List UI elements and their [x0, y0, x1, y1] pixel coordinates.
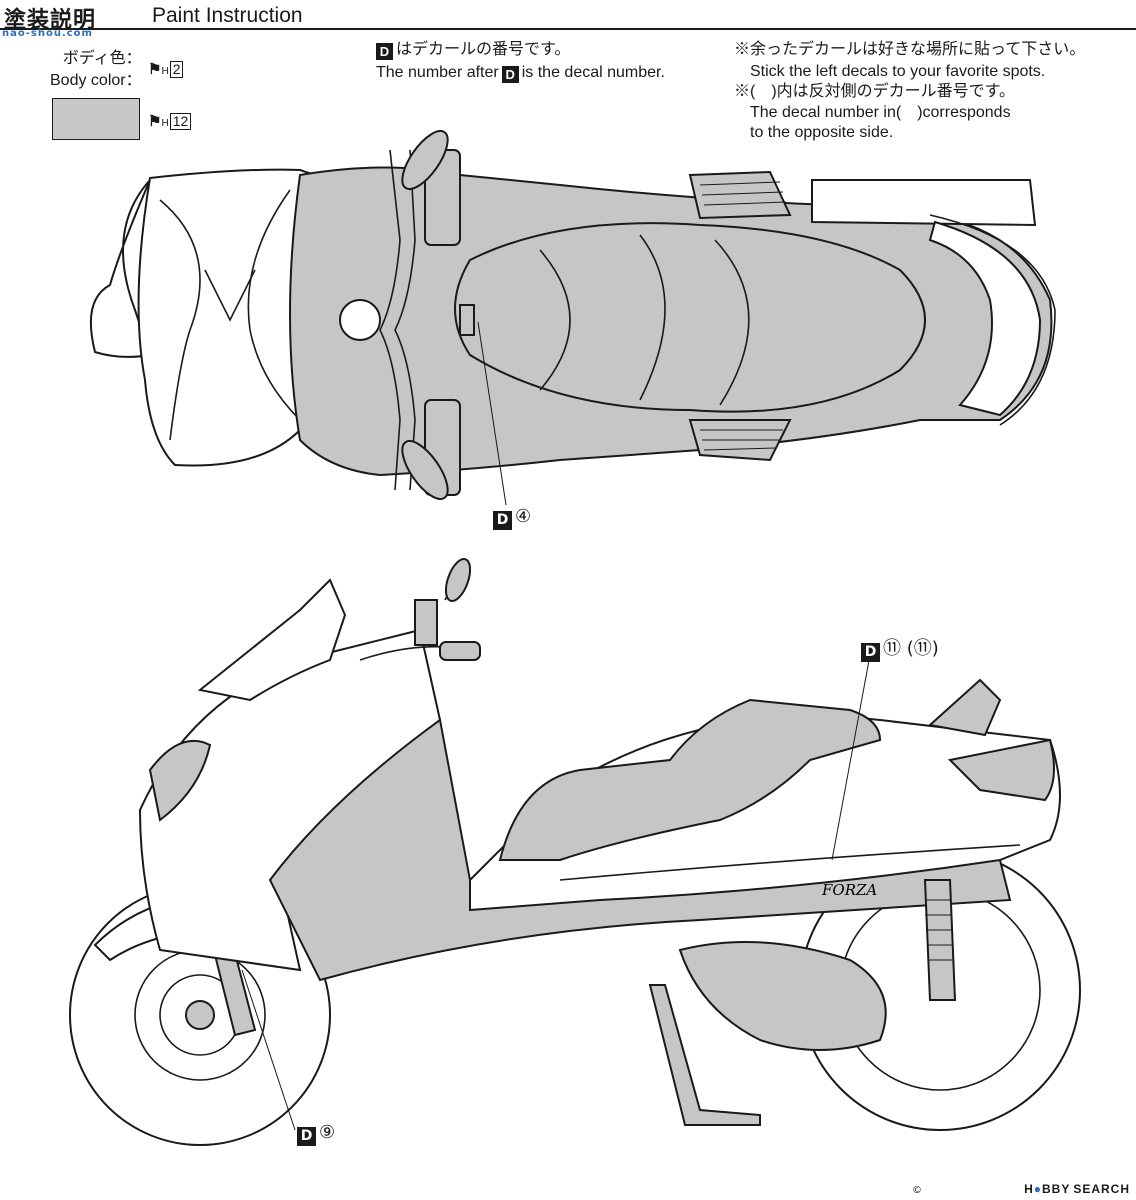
- page-title-en: Paint Instruction: [152, 4, 303, 27]
- windscreen: [197, 578, 347, 702]
- callout-line-rear: [831, 654, 871, 861]
- leftover-note-jp: ※余ったデカールは好きな場所に貼って下さい。: [734, 41, 1086, 58]
- tail-cowl: [927, 678, 1002, 737]
- paint-flag-icon: ⚑: [148, 113, 162, 130]
- header-divider: [0, 28, 1136, 30]
- body-color-swatch: [52, 98, 140, 140]
- paint-code-number: 12: [169, 113, 192, 130]
- brand-o-icon: ●: [1033, 1182, 1042, 1196]
- seat-top: [454, 222, 926, 413]
- mirror-top-right: [401, 130, 449, 190]
- rear-carrier-top: [811, 179, 1037, 227]
- engine-case: [678, 941, 887, 1051]
- mirror-side: [444, 558, 472, 602]
- front-fairing-top: [137, 168, 332, 467]
- headstock-top: [339, 299, 381, 341]
- body-color-label: ボディ色： Body color：: [50, 48, 142, 92]
- paint-flag-icon: ⚑: [148, 61, 162, 78]
- opposite-note-en-2: to the opposite side.: [750, 124, 894, 141]
- opposite-note-en-1: The decal number in( )corresponds: [750, 104, 1011, 121]
- opposite-note-jp: ※( )内は反対側のデカール番号です。: [734, 83, 1016, 100]
- mirror-top-left: [401, 440, 449, 500]
- grip-side: [439, 641, 481, 661]
- body-color-label-en: Body color：: [50, 72, 142, 89]
- watermark-text: nao-shou.com: [2, 28, 93, 39]
- scooter-side-view: FORZA: [69, 558, 1081, 1146]
- copyright-mark: ©: [912, 1185, 922, 1196]
- callout-line-top: [477, 321, 507, 506]
- decal-badge: D: [493, 511, 512, 530]
- leftover-note-en: Stick the left decals to your favorite s…: [750, 63, 1046, 80]
- paint-code-number: 2: [169, 61, 184, 78]
- main-stand: [648, 984, 761, 1126]
- headlight: [148, 740, 212, 822]
- forza-logo: FORZA: [821, 881, 877, 899]
- decal-badge: D: [297, 1127, 316, 1146]
- rear-shock: [923, 879, 957, 1001]
- seat-side: [498, 698, 882, 861]
- vent-top-upper: [688, 170, 792, 220]
- rear-body-side: [469, 715, 1061, 912]
- floor-panel: [268, 718, 1012, 982]
- body-color-label-jp: ボディ色：: [62, 50, 142, 67]
- decal-badge: D: [376, 43, 393, 60]
- decal-badge: D: [861, 643, 880, 662]
- front-cowl-top: [89, 179, 152, 358]
- decal-4-mark: [459, 304, 475, 336]
- callout-line-front: [241, 969, 296, 1131]
- scooter-top-view: [89, 130, 1056, 506]
- bar-clamp: [414, 599, 438, 646]
- decal-badge: D: [501, 66, 519, 83]
- handlebar-top: [379, 149, 401, 491]
